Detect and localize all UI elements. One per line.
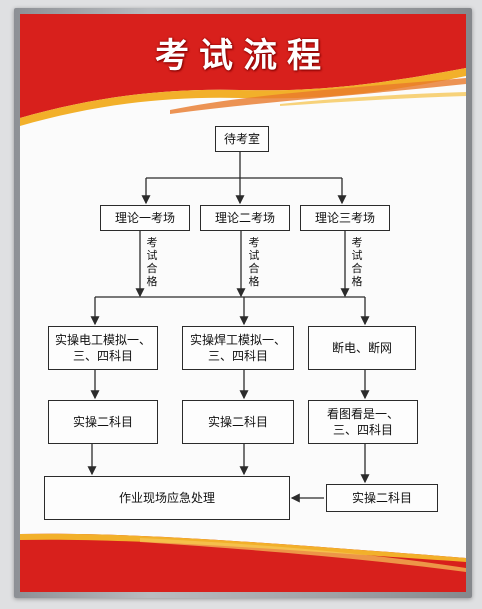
theory-room-3-box: 理论三考场 [300, 205, 390, 231]
label-char: 考 [351, 236, 363, 249]
top-banner [20, 14, 466, 126]
poster-title: 考试流程 [155, 36, 331, 76]
theory-room-2-box: 理论二考场 [200, 205, 290, 231]
exam-passed-label-1: 考 试 合 格 [144, 236, 160, 288]
label-char: 试 [248, 249, 260, 262]
label-char: 格 [248, 275, 260, 288]
flow-connectors [87, 152, 370, 503]
label-char: 试 [146, 249, 158, 262]
practical-electrician-box: 实操电工模拟一、三、四科目 [48, 326, 158, 370]
label-char: 格 [146, 275, 158, 288]
practical-subject-2-box-1: 实操二科目 [48, 400, 158, 444]
exam-process-poster: 考试流程 [20, 14, 466, 592]
label-char: 合 [351, 262, 363, 275]
practical-welder-box: 实操焊工模拟一、三、四科目 [182, 326, 294, 370]
practical-subject-2-box-2: 实操二科目 [182, 400, 294, 444]
label-char: 格 [351, 275, 363, 288]
label-char: 考 [248, 236, 260, 249]
waiting-room-box: 待考室 [215, 126, 269, 152]
emergency-handling-box: 作业现场应急处理 [44, 476, 290, 520]
practical-subject-2-box-3: 实操二科目 [326, 484, 438, 512]
theory-room-1-box: 理论一考场 [100, 205, 190, 231]
label-char: 合 [146, 262, 158, 275]
diagram-subjects-box: 看图看是一、三、四科目 [308, 400, 418, 444]
label-char: 考 [146, 236, 158, 249]
label-char: 合 [248, 262, 260, 275]
bottom-banner [20, 533, 466, 592]
exam-passed-label-2: 考 试 合 格 [246, 236, 262, 288]
label-char: 试 [351, 249, 363, 262]
exam-passed-label-3: 考 试 合 格 [349, 236, 365, 288]
power-network-off-box: 断电、断网 [308, 326, 416, 370]
